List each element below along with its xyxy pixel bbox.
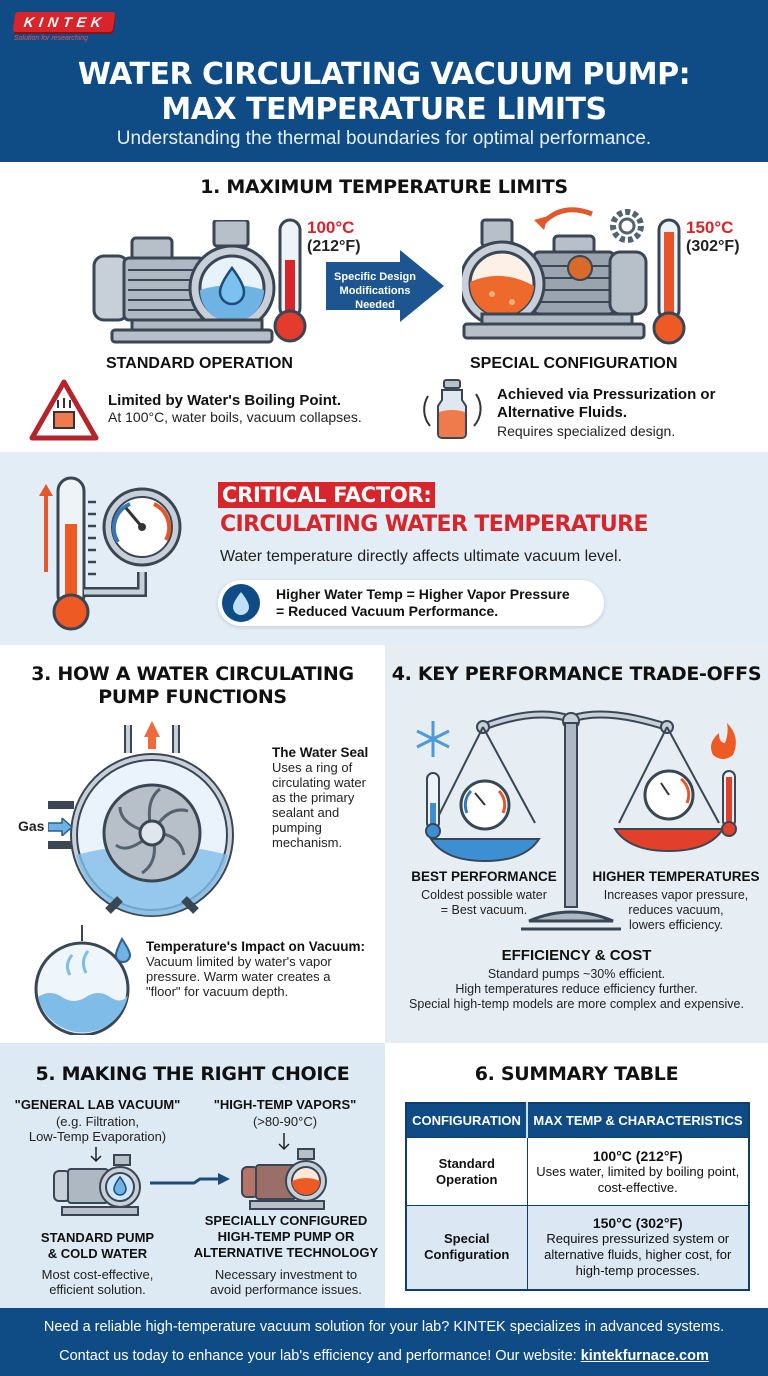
gas-inlet-arrow-icon <box>48 818 74 836</box>
best-performance-title: BEST PERFORMANCE <box>411 869 557 884</box>
column-header: CONFIGURATION <box>406 1103 528 1138</box>
down-arrow-icon <box>90 1147 102 1163</box>
gas-label: Gas <box>18 818 45 834</box>
down-arrow-icon <box>278 1133 290 1151</box>
standard-temp-label: 100°C (212°F) <box>307 218 361 255</box>
standard-pump-desc: Most cost-effective, efficient solution. <box>41 1267 154 1297</box>
footer-line-1: Need a reliable high-temperature vacuum … <box>43 1319 725 1335</box>
kintek-logo[interactable]: KINTEK Solution for researching <box>12 12 116 42</box>
table-row: Standard Operation 100°C (212°F) Uses wa… <box>405 1137 750 1206</box>
special-note: Achieved via Pressurization or Alternati… <box>497 386 716 439</box>
table-header-row: CONFIGURATION MAX TEMP & CHARACTERISTICS <box>406 1103 749 1138</box>
title-line-1: WATER CIRCULATING VACUUM PUMP: <box>77 57 691 92</box>
characteristics-cell: 150°C (302°F) Requires pressurized syste… <box>526 1205 750 1290</box>
section-title: 1. MAXIMUM TEMPERATURE LIMITS <box>200 176 568 198</box>
summary-table: CONFIGURATION MAX TEMP & CHARACTERISTICS… <box>405 1102 750 1291</box>
high-temp-pump-small-icon <box>241 1148 327 1210</box>
section-making-right-choice: 5. MAKING THE RIGHT CHOICE "GENERAL LAB … <box>0 1043 385 1308</box>
high-temp-pump-choice: SPECIALLY CONFIGURED HIGH-TEMP PUMP OR A… <box>193 1213 379 1260</box>
section-max-temperature-limits: 1. MAXIMUM TEMPERATURE LIMITS 100°C (212… <box>0 162 768 452</box>
water-drop-icon <box>222 584 260 622</box>
section-critical-factor: CRITICAL FACTOR: CIRCULATING WATER TEMPE… <box>0 452 768 645</box>
section-title: 6. SUMMARY TABLE <box>474 1063 679 1085</box>
temperature-impact-note: Temperature's Impact on Vacuum: Vacuum l… <box>146 939 366 999</box>
higher-temperatures-text: Increases vapor pressure, reduces vacuum… <box>603 888 749 932</box>
logo-tagline: Solution for researching <box>14 35 88 42</box>
table-row: Special Configuration 150°C (302°F) Requ… <box>405 1205 750 1290</box>
config-cell: Special Configuration <box>405 1205 528 1290</box>
logo-badge: KINTEK <box>12 12 116 32</box>
config-cell: Standard Operation <box>405 1137 528 1206</box>
water-seal-note: The Water Seal Uses a ring of circulatin… <box>272 745 369 850</box>
critical-factor-description: Water temperature directly affects ultim… <box>220 548 622 565</box>
high-temp-pump-desc: Necessary investment to avoid performanc… <box>210 1267 362 1297</box>
special-pump-icon <box>462 207 648 340</box>
standard-pump-small-icon <box>53 1154 141 1216</box>
water-vapor-circle-icon <box>34 925 132 1035</box>
special-temp-label: 150°C (302°F) <box>686 218 740 255</box>
footer-banner: Need a reliable high-temperature vacuum … <box>0 1308 768 1376</box>
title-line-2: MAX TEMPERATURE LIMITS <box>161 92 607 127</box>
page-subtitle: Understanding the thermal boundaries for… <box>116 128 652 149</box>
choice-arrow-icon <box>150 1173 230 1185</box>
general-lab-vacuum-label: "GENERAL LAB VACUUM" <box>14 1097 181 1112</box>
higher-temperatures-title: HIGHER TEMPERATURES <box>592 869 760 884</box>
liquid-ring-pump-diagram <box>48 721 234 917</box>
page-title: WATER CIRCULATING VACUUM PUMP: MAX TEMPE… <box>0 57 768 127</box>
standard-note: Limited by Water's Boiling Point. At 100… <box>108 392 362 425</box>
thermometer-icon <box>273 218 307 343</box>
vapor-pressure-callout: Higher Water Temp = Higher Vapor Pressur… <box>218 580 604 626</box>
characteristics-cell: 100°C (212°F) Uses water, limited by boi… <box>526 1137 750 1206</box>
balance-scale-icon <box>416 710 737 931</box>
section-how-pump-functions: 3. HOW A WATER CIRCULATING PUMP FUNCTION… <box>0 645 385 1043</box>
standard-pump-icon <box>92 220 276 344</box>
section-title: 4. KEY PERFORMANCE TRADE-OFFS <box>391 663 762 685</box>
high-temp-vapors-range: (>80-90°C) <box>252 1114 318 1129</box>
critical-factor-label: CRITICAL FACTOR: <box>218 482 436 508</box>
standard-pump-choice: STANDARD PUMP & COLD WATER <box>40 1230 155 1261</box>
website-link[interactable]: kintekfurnace.com <box>580 1348 709 1364</box>
thermometer-hot-icon <box>652 218 686 345</box>
standard-operation-caption: STANDARD OPERATION <box>106 355 293 372</box>
footer-line-2: Contact us today to enhance your lab's e… <box>59 1348 709 1364</box>
right-arrow-icon <box>326 250 444 322</box>
efficiency-cost-text: Standard pumps ~30% efficient. High temp… <box>409 967 744 1011</box>
best-performance-text: Coldest possible water = Best vacuum. <box>421 888 547 917</box>
section-summary-table: 6. SUMMARY TABLE CONFIGURATION MAX TEMP … <box>385 1043 768 1308</box>
section-title: 5. MAKING THE RIGHT CHOICE <box>35 1063 350 1085</box>
warning-boiling-icon <box>29 379 99 441</box>
design-modifications-arrow: Specific Design Modifications Needed <box>326 250 446 322</box>
header-banner: KINTEK Solution for researching WATER CI… <box>0 0 768 162</box>
high-temp-vapors-label: "HIGH-TEMP VAPORS" <box>213 1097 357 1112</box>
section-performance-trade-offs: 4. KEY PERFORMANCE TRADE-OFFS BEST PERFO… <box>385 645 768 1043</box>
column-header: MAX TEMP & CHARACTERISTICS <box>527 1103 749 1138</box>
section-title: 3. HOW A WATER CIRCULATING PUMP FUNCTION… <box>31 663 354 708</box>
efficiency-cost-title: EFFICIENCY & COST <box>501 947 652 964</box>
general-lab-vacuum-examples: (e.g. Filtration, Low-Temp Evaporation) <box>28 1114 167 1144</box>
thermometer-gauge-icon <box>39 476 182 631</box>
fluid-bottle-cycle-icon <box>423 379 482 439</box>
special-configuration-caption: SPECIAL CONFIGURATION <box>470 355 678 372</box>
critical-factor-title: CIRCULATING WATER TEMPERATURE <box>220 512 649 537</box>
